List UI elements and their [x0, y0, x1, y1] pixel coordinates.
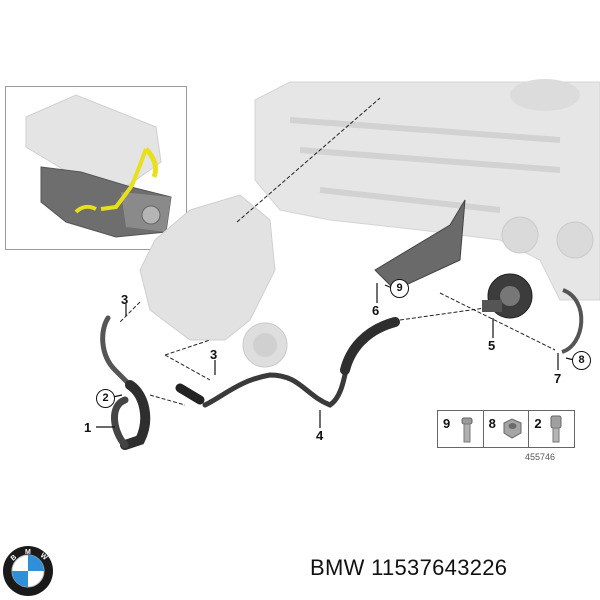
svg-text:B: B	[10, 554, 18, 563]
callout-3-lower: 3	[210, 347, 218, 362]
parts-cell-screw: 2	[529, 411, 574, 447]
callout-5: 5	[488, 338, 496, 353]
parts-cell-nut: 8	[484, 411, 530, 447]
callout-9: 9	[390, 279, 409, 298]
engine-overview-illustration	[25, 94, 172, 238]
bolt-icon	[461, 417, 473, 443]
overview-inset	[5, 86, 187, 250]
svg-text:W: W	[39, 552, 49, 562]
hardware-parts-table: 9 8 2	[437, 410, 575, 448]
coolant-hoses	[100, 315, 400, 450]
callout-7: 7	[554, 371, 562, 386]
pipe-clamp	[561, 288, 584, 354]
socket-screw-icon	[550, 415, 562, 443]
part-number-caption: BMW 11537643226	[310, 555, 508, 580]
callout-1: 1	[84, 420, 92, 435]
bmw-logo-icon: B M W	[3, 546, 53, 596]
callout-2: 2	[96, 389, 115, 408]
callout-8: 8	[572, 351, 591, 370]
parts-number: 2	[534, 416, 542, 431]
parts-number: 9	[443, 416, 451, 431]
callout-3-upper: 3	[121, 292, 129, 307]
callout-6: 6	[372, 303, 380, 318]
leader-lines	[119, 97, 556, 406]
hex-nut-icon	[503, 418, 522, 439]
parts-number: 8	[488, 416, 496, 431]
turbocharger	[139, 194, 288, 368]
diagram-id: 455746	[525, 452, 556, 462]
callout-4: 4	[316, 428, 324, 443]
svg-text:M: M	[25, 549, 31, 556]
engine-block	[254, 79, 600, 301]
electric-water-pump	[482, 273, 533, 319]
parts-cell-bolt: 9	[438, 411, 484, 447]
